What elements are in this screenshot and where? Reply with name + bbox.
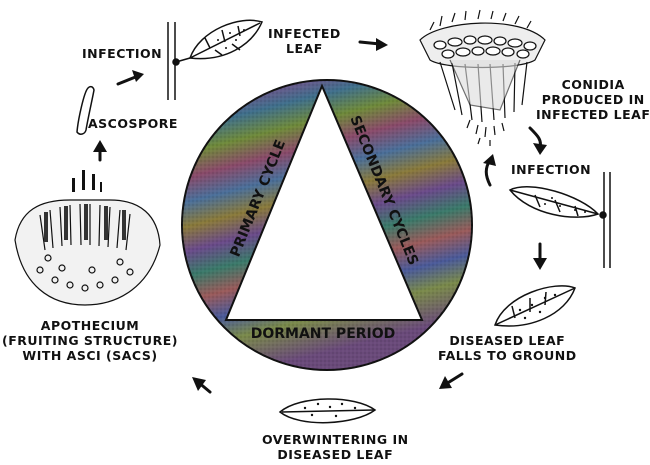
infected-leaf-line-2: LEAF	[268, 41, 341, 56]
arrow-falls-to-overwinter	[439, 374, 462, 389]
infection-right-drawing	[510, 172, 610, 268]
infection-top-label: INFECTION	[82, 46, 162, 61]
infected-leaf-label: INFECTED LEAF	[268, 26, 341, 56]
conidia-label: CONIDIA PRODUCED IN INFECTED LEAF	[536, 77, 650, 122]
diseased-leaf-label: DISEASED LEAF FALLS TO GROUND	[438, 333, 577, 363]
conidia-line-1: CONIDIA	[536, 77, 650, 92]
apothecium-line-3: WITH ASCI (SACS)	[2, 348, 178, 363]
diseased-leaf-drawing	[495, 286, 575, 326]
apothecium-line-2: (FRUITING STRUCTURE)	[2, 333, 178, 348]
arrow-infection-to-falls	[533, 244, 547, 270]
arrow-secondary-loop	[483, 154, 496, 185]
overwintering-label: OVERWINTERING IN DISEASED LEAF	[262, 432, 409, 462]
apothecium-line-1: APOTHECIUM	[2, 318, 178, 333]
dormant-period-label: DORMANT PERIOD	[251, 326, 396, 342]
diseased-leaf-line-2: FALLS TO GROUND	[438, 348, 577, 363]
diseased-leaf-line-1: DISEASED LEAF	[438, 333, 577, 348]
cycle-wheel: PRIMARY CYCLE SECONDARY CYCLES DORMANT P…	[182, 80, 472, 370]
infected-leaf-drawing	[176, 20, 262, 62]
arrow-apothecium-to-ascospore	[93, 140, 107, 160]
conidia-line-3: INFECTED LEAF	[536, 107, 650, 122]
ascospore-label: ASCOSPORE	[88, 116, 178, 131]
apothecium-drawing	[15, 170, 160, 305]
overwintering-leaf-drawing	[280, 399, 375, 423]
arrow-conidia-down	[530, 128, 547, 155]
conidia-structure-drawing	[420, 10, 545, 146]
conidia-line-2: PRODUCED IN	[536, 92, 650, 107]
arrow-overwinter-to-apothecium	[192, 377, 210, 392]
overwintering-line-2: DISEASED LEAF	[262, 447, 409, 462]
overwintering-line-1: OVERWINTERING IN	[262, 432, 409, 447]
infected-leaf-line-1: INFECTED	[268, 26, 341, 41]
apothecium-label: APOTHECIUM (FRUITING STRUCTURE) WITH ASC…	[2, 318, 178, 363]
infection-right-label: INFECTION	[511, 162, 591, 177]
arrow-ascospore-to-infection	[118, 70, 144, 84]
arrow-leaf-to-conidia	[360, 38, 388, 51]
